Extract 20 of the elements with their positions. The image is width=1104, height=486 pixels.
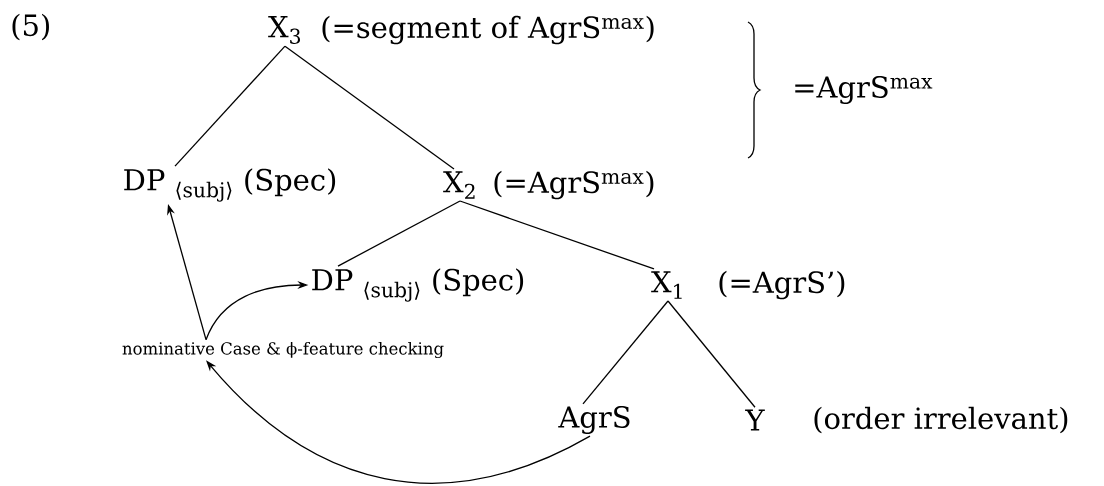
branch-line — [459, 200, 655, 270]
branch-line — [667, 300, 756, 408]
branch-line — [174, 45, 286, 167]
bracket-label: =AgrS$^{max}$ — [795, 76, 933, 104]
branch-line — [284, 45, 455, 170]
example-number: (5) — [12, 13, 49, 41]
category-label: X$_{1}$ — [651, 271, 682, 299]
category-label: X$_{2}$ — [443, 171, 475, 199]
category-label: Y — [745, 409, 765, 431]
branch-line — [337, 200, 461, 267]
category-label: DP $_{⟨subj⟩}$ (Spec) — [124, 168, 336, 202]
annotation: (order irrelevant) — [814, 406, 1068, 434]
feature-label: nominative Case & ϕ-feature checking — [122, 341, 444, 359]
branch-line — [582, 300, 669, 405]
annotation: (=AgrS’) — [719, 270, 845, 300]
category-label: DP $_{⟨subj⟩}$ (Spec) — [312, 268, 524, 302]
annotation: (=segment of AgrS$^{max}$) — [322, 15, 654, 45]
category-label: X$_{3}$ — [268, 16, 300, 44]
category-label: AgrS — [558, 406, 630, 434]
annotation: (=AgrS$^{max}$) — [494, 170, 654, 200]
